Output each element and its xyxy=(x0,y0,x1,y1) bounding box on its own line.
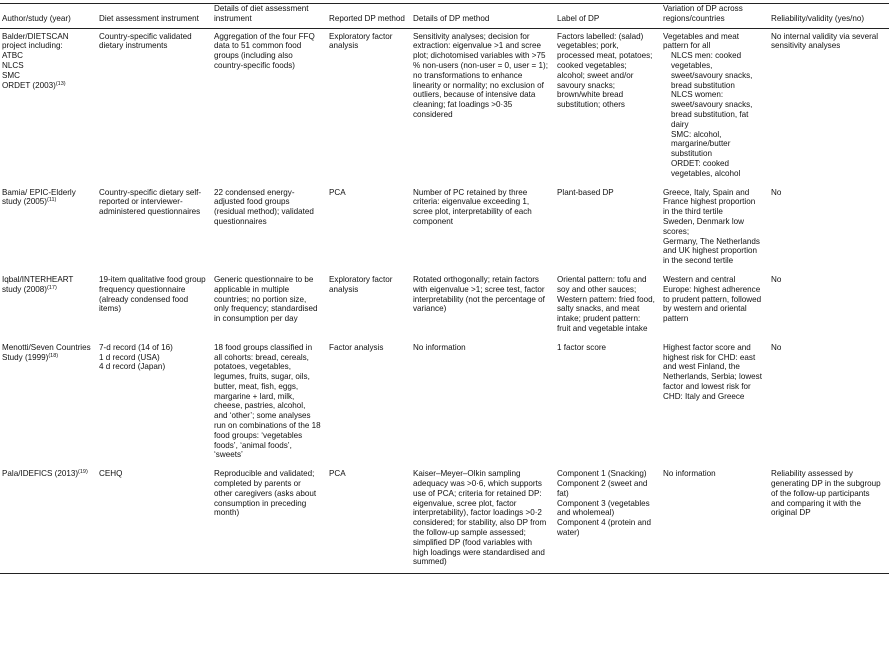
author-line: NLCS xyxy=(2,60,24,70)
component-line: Component 4 (protein and water) xyxy=(557,518,652,538)
cell-reliability: No xyxy=(771,342,782,352)
author-text: ORDET (2003) xyxy=(2,80,56,90)
header-author: Author/study (year) xyxy=(0,3,97,29)
cell-instrument: Country-specific dietary self-reported o… xyxy=(99,187,202,217)
header-instrument: Diet assessment instrument xyxy=(97,3,212,29)
cell-method: Exploratory factor analysis xyxy=(329,31,393,51)
cell-variation: Greece, Italy, Spain and France highest … xyxy=(661,185,769,272)
cell-author: Menotti/Seven Countries Study (1999)(18) xyxy=(0,340,97,467)
cell-variation: Vegetables and meat pattern for all NLCS… xyxy=(661,28,769,184)
author-line: ORDET (2003)(13) xyxy=(2,81,91,91)
table-row: Balder/DIETSCAN project including: ATBC … xyxy=(0,28,889,184)
table-row: Menotti/Seven Countries Study (1999)(18)… xyxy=(0,340,889,467)
cell-method-details: No information xyxy=(413,342,466,352)
variation-line: Sweden, Denmark low scores; xyxy=(663,216,744,236)
cell-instrument-details: Reproducible and validated; completed by… xyxy=(212,466,327,575)
cell-variation: No information xyxy=(661,466,769,575)
header-variation: Variation of DP across regions/countries xyxy=(661,3,769,29)
cell-instrument-details: 18 food groups classified in all cohorts… xyxy=(214,342,321,460)
cell-method-details: Kaiser–Meyer–Olkin sampling adequacy was… xyxy=(411,466,555,575)
reference: (19) xyxy=(78,469,88,476)
cell-author: Bamia/ EPIC-Elderly study (2005)(11) xyxy=(0,185,97,272)
cell-method-details: Sensitivity analyses; decision for extra… xyxy=(413,31,548,119)
cell-label: Component 1 (Snacking) Component 2 (swee… xyxy=(555,466,661,575)
table-row: Pala/IDEFICS (2013)(19) CEHQ Reproducibl… xyxy=(0,466,889,575)
cell-method: PCA xyxy=(327,466,411,575)
author-line: SMC xyxy=(2,70,20,80)
reference: (13) xyxy=(55,80,66,87)
cell-variation: Highest factor score and highest risk fo… xyxy=(663,342,762,401)
cell-author: Pala/IDEFICS (2013)(19) xyxy=(0,466,97,575)
cell-label: Oriental pattern: tofu and soy and other… xyxy=(557,274,655,333)
author-line: Balder/DIETSCAN project including: xyxy=(2,31,69,51)
header-method-details: Details of DP method xyxy=(411,3,555,29)
cell-method: PCA xyxy=(329,187,346,197)
reference: (17) xyxy=(47,284,57,291)
cell-method-details: Number of PC retained by three criteria:… xyxy=(413,187,532,226)
reference: (11) xyxy=(47,197,57,204)
instrument-line: 1 d record (USA) xyxy=(99,352,160,362)
cell-author: Iqbal/INTERHEART study (2008)(17) xyxy=(0,272,97,340)
reference: (18) xyxy=(48,352,59,359)
cell-method: Factor analysis xyxy=(329,342,384,352)
cell-author: Balder/DIETSCAN project including: ATBC … xyxy=(0,28,97,184)
variation-line: NLCS men: cooked vegetables, sweet/savou… xyxy=(671,51,753,90)
cell-instrument-details: 22 condensed energy-adjusted food groups… xyxy=(214,187,314,226)
cell-variation: Western and central Europe: highest adhe… xyxy=(663,274,762,324)
author-text: Menotti/Seven Countries Study (1999) xyxy=(2,342,91,362)
table-row: Bamia/ EPIC-Elderly study (2005)(11) Cou… xyxy=(0,185,889,272)
cell-reliability: No internal validity via several sensiti… xyxy=(771,31,879,51)
cell-instrument: 7-d record (14 of 16) 1 d record (USA) 4… xyxy=(97,340,212,467)
variation-line: ORDET: cooked vegetables, alcohol xyxy=(671,158,741,178)
cell-instrument-details: Generic questionnaire to be applicable i… xyxy=(214,274,318,324)
variation-line: Germany, The Netherlands and UK highest … xyxy=(663,236,760,266)
cell-method-details: Rotated orthogonally; retain factors wit… xyxy=(413,274,545,314)
header-instrument-details: Details of diet assessment instrument xyxy=(212,3,327,29)
component-line: Component 2 (sweet and fat) xyxy=(557,479,648,498)
variation-line: SMC: alcohol, margarine/butter substitut… xyxy=(671,129,731,159)
cell-reliability: Reliability assessed by generating DP in… xyxy=(769,466,889,575)
table-row: Iqbal/INTERHEART study (2008)(17) 19-ite… xyxy=(0,272,889,340)
header-method: Reported DP method xyxy=(327,3,411,29)
cell-instrument-details: Aggregation of the four FFQ data to 51 c… xyxy=(214,31,315,70)
author-text: Pala/IDEFICS (2013) xyxy=(2,469,79,479)
header-reliability: Reliability/validity (yes/no) xyxy=(769,3,889,29)
instrument-line: 4 d record (Japan) xyxy=(99,362,166,372)
cell-label: Factors labelled: (salad) vegetables; po… xyxy=(557,31,653,110)
table-header-row: Author/study (year) Diet assessment inst… xyxy=(0,3,889,29)
variation-line: NLCS women: sweet/savoury snacks, bread … xyxy=(671,90,753,129)
cell-label: 1 factor score xyxy=(557,342,607,352)
component-line: Component 3 (vegetables and wholemeal) xyxy=(557,498,650,518)
cell-label: Plant-based DP xyxy=(557,187,614,197)
variation-line: Vegetables and meat pattern for all xyxy=(663,31,740,51)
cell-instrument: 19-item qualitative food group frequency… xyxy=(99,274,206,314)
header-label: Label of DP xyxy=(555,3,661,29)
author-line: ATBC xyxy=(2,51,23,61)
instrument-line: 7-d record (14 of 16) xyxy=(99,342,173,352)
cell-reliability: No xyxy=(771,187,782,197)
cell-instrument: Country-specific validated dietary instr… xyxy=(99,31,192,51)
author-text: Bamia/ EPIC-Elderly study (2005) xyxy=(2,187,76,207)
author-text: Iqbal/INTERHEART study (2008) xyxy=(2,274,74,294)
cell-instrument: CEHQ xyxy=(97,466,212,575)
component-line: Component 1 (Snacking) xyxy=(557,469,647,479)
dietary-pattern-table: Author/study (year) Diet assessment inst… xyxy=(0,3,889,575)
cell-reliability: No xyxy=(771,274,782,284)
cell-method: Exploratory factor analysis xyxy=(329,274,393,294)
variation-line: Greece, Italy, Spain and France highest … xyxy=(663,187,756,217)
